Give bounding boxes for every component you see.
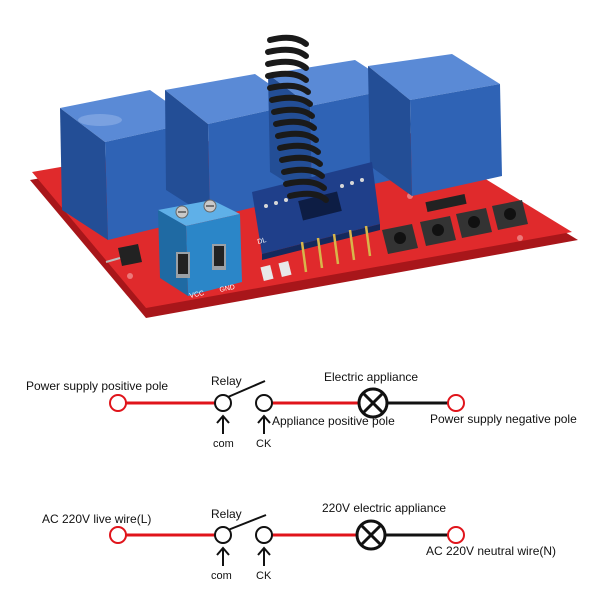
label-ck: CK bbox=[256, 438, 272, 450]
label-ac-neutral: AC 220V neutral wire(N) bbox=[426, 544, 556, 558]
lamp-icon bbox=[357, 387, 389, 419]
terminal-source bbox=[109, 394, 127, 412]
terminal-label-gnd: GND bbox=[219, 284, 236, 294]
label-220v-appliance: 220V electric appliance bbox=[322, 501, 446, 515]
diode-component bbox=[105, 244, 142, 266]
screw-terminal bbox=[158, 199, 242, 296]
push-buttons bbox=[382, 193, 528, 254]
relay-block-4 bbox=[368, 54, 502, 196]
terminal-com bbox=[214, 394, 232, 412]
lamp-icon bbox=[355, 519, 387, 551]
label-relay: Relay bbox=[211, 374, 242, 388]
label-power-positive: Power supply positive pole bbox=[26, 379, 168, 393]
terminal-live bbox=[109, 526, 127, 544]
label-com: com bbox=[213, 438, 234, 450]
wiring-diagram-ac: AC 220V live wire(L) Relay 220V electric… bbox=[42, 501, 556, 582]
label-power-negative: Power supply negative pole bbox=[430, 412, 577, 426]
arrow-up-icon bbox=[257, 546, 271, 566]
label-com: com bbox=[211, 570, 232, 582]
terminal-neutral bbox=[447, 526, 465, 544]
terminal-ck bbox=[255, 394, 273, 412]
arrow-up-icon bbox=[216, 414, 230, 434]
label-ac-live: AC 220V live wire(L) bbox=[42, 512, 151, 526]
coiled-antenna bbox=[265, 34, 329, 203]
terminal-sink bbox=[447, 394, 465, 412]
arrow-up-icon bbox=[257, 414, 271, 434]
terminal-ck bbox=[255, 526, 273, 544]
label-appliance-positive: Appliance positive pole bbox=[272, 414, 395, 428]
label-electric-appliance: Electric appliance bbox=[324, 370, 418, 384]
module-label: DL bbox=[257, 237, 267, 246]
label-relay: Relay bbox=[211, 507, 242, 521]
arrow-up-icon bbox=[216, 546, 230, 566]
relay-switch-blade bbox=[227, 380, 266, 398]
terminal-com bbox=[214, 526, 232, 544]
wiring-diagram-dc: Power supply positive pole Relay Electri… bbox=[26, 370, 577, 450]
terminal-label-vcc: VCC bbox=[189, 290, 205, 300]
relay-switch-blade bbox=[227, 514, 267, 531]
label-ck: CK bbox=[256, 570, 272, 582]
